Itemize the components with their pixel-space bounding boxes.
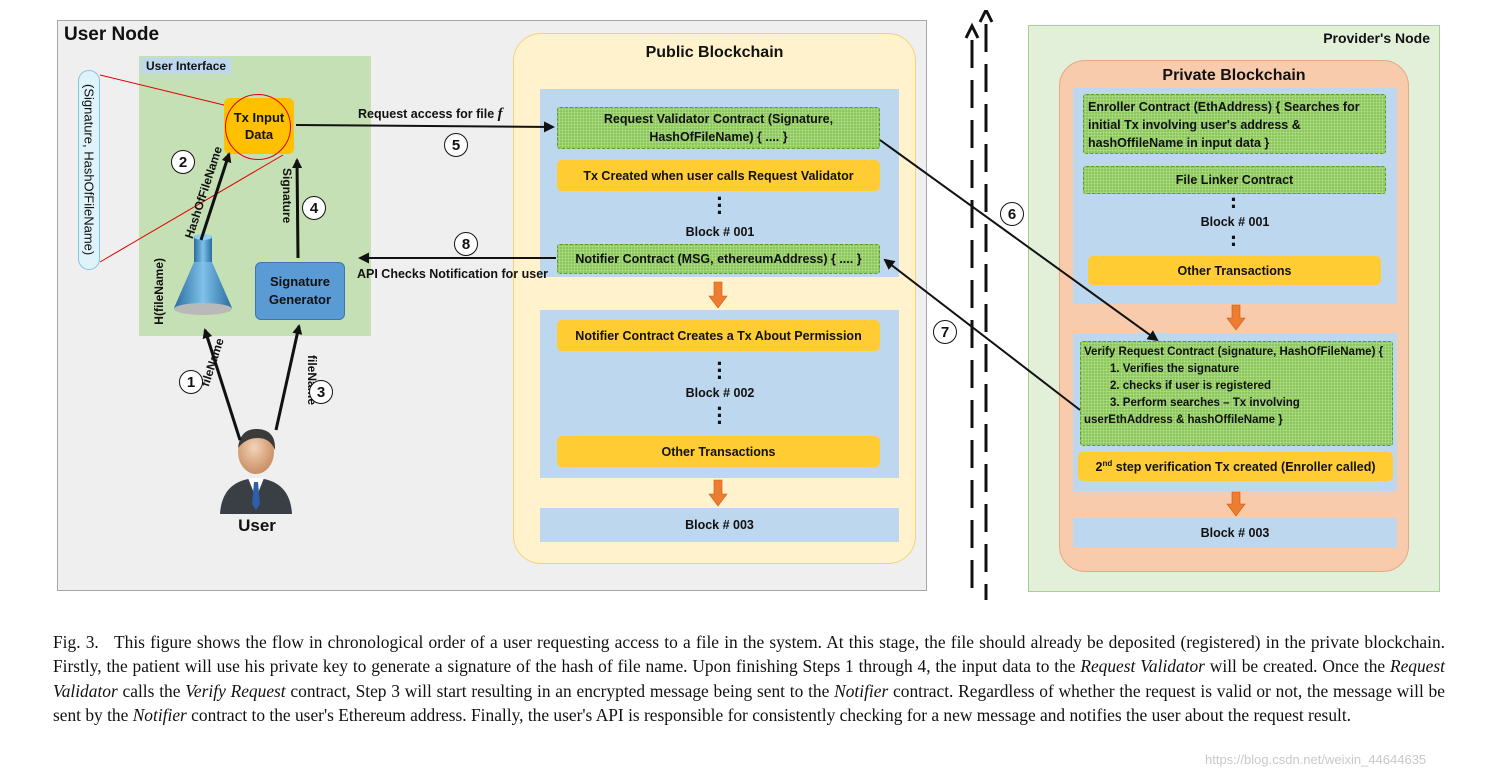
step-2-badge: 2 <box>171 150 195 174</box>
verify-request-head: Verify Request Contract (signature, Hash… <box>1084 346 1384 358</box>
public-block-2-dots-top: ··· <box>716 351 724 390</box>
provider-node-title: Provider's Node <box>1323 30 1430 46</box>
file-linker-label: File Linker Contract <box>1175 173 1294 187</box>
file-linker-contract: File Linker Contract <box>1083 166 1386 194</box>
private-block-3-label: Block # 003 <box>1200 526 1270 540</box>
public-block-3-label: Block # 003 <box>685 518 754 532</box>
network-boundary-divider <box>964 10 994 600</box>
public-block-1-label: Block # 001 <box>685 225 755 239</box>
public-other-tx-box: Other Transactions <box>557 436 880 467</box>
step-5-badge: 5 <box>444 133 468 157</box>
hash-funnel-icon <box>174 234 232 315</box>
notifier-contract: Notifier Contract (MSG, ethereumAddress)… <box>557 244 880 274</box>
verify-request-contract: Verify Request Contract (signature, Hash… <box>1080 341 1393 446</box>
public-block-2-label: Block # 002 <box>685 386 755 400</box>
request-access-label: Request access for file f <box>358 106 503 122</box>
step-7-badge: 7 <box>933 320 957 344</box>
enroller-contract-label: Enroller Contract (EthAddress) { Searche… <box>1088 100 1360 150</box>
private-block-3-zone: Block # 003 <box>1073 518 1397 548</box>
signature-hash-pill: (Signature, HashOfFileName) <box>78 70 100 270</box>
step-6-badge: 6 <box>1000 202 1024 226</box>
second-step-tx-box: 2nd step verification Tx created (Enroll… <box>1078 452 1393 481</box>
step-1-badge: 1 <box>179 370 203 394</box>
public-block-1-dots: ··· <box>716 186 724 225</box>
notifier-tx-box: Notifier Contract Creates a Tx About Per… <box>557 320 880 351</box>
request-validator-contract: Request Validator Contract (Signature, H… <box>557 107 880 149</box>
user-avatar-icon <box>220 428 292 514</box>
public-block-3-zone: Block # 003 <box>540 508 899 542</box>
edge-label-signature: Signature <box>280 168 294 224</box>
private-block-1-label: Block # 001 <box>1200 215 1270 229</box>
caption-prefix: Fig. 3. <box>53 632 99 652</box>
public-other-tx-label: Other Transactions <box>661 444 776 459</box>
user-label: User <box>238 516 276 535</box>
private-block-1-dots-top: ·· <box>1230 187 1238 219</box>
private-other-tx-box: Other Transactions <box>1088 256 1381 285</box>
verify-step-3: 3. Perform searches – Tx involving <box>1110 397 1300 409</box>
watermark-text: https://blog.csdn.net/weixin_44644635 <box>1205 752 1427 767</box>
user-interface-label: User Interface <box>141 58 232 74</box>
tx-input-highlight-circle <box>225 94 291 160</box>
step-8-badge: 8 <box>454 232 478 256</box>
tx-created-box: Tx Created when user calls Request Valid… <box>557 160 880 191</box>
verify-request-tail: userEthAddress & hashOffileName } <box>1084 414 1283 426</box>
api-check-label: API Checks Notification for user <box>357 267 549 281</box>
second-step-tx-label: 2nd step verification Tx created (Enroll… <box>1095 458 1376 475</box>
signature-generator-label: Signature Generator <box>268 274 332 307</box>
tx-created-label: Tx Created when user calls Request Valid… <box>583 168 854 183</box>
private-other-tx-label: Other Transactions <box>1177 263 1292 278</box>
notifier-contract-label: Notifier Contract (MSG, ethereumAddress)… <box>575 252 862 266</box>
public-block-2-dots-bottom: ··· <box>716 396 724 435</box>
private-blockchain-title: Private Blockchain <box>1162 67 1306 84</box>
private-block-1-dots-bottom: ·· <box>1230 225 1238 257</box>
enroller-contract: Enroller Contract (EthAddress) { Searche… <box>1083 94 1386 154</box>
signature-generator-box: Signature Generator <box>255 262 345 320</box>
figure-caption: Fig. 3. This figure shows the flow in ch… <box>53 632 1446 726</box>
step-3-badge: 3 <box>309 380 333 404</box>
user-node-title: User Node <box>64 24 160 45</box>
verify-step-1: 1. Verifies the signature <box>1110 363 1240 375</box>
request-validator-label: Request Validator Contract (Signature, H… <box>603 112 834 144</box>
notifier-tx-label: Notifier Contract Creates a Tx About Per… <box>575 328 862 343</box>
signature-hash-pill-label: (Signature, HashOfFileName) <box>81 84 97 256</box>
verify-step-2: 2. checks if user is registered <box>1110 380 1272 392</box>
step-4-badge: 4 <box>302 196 326 220</box>
public-blockchain-title: Public Blockchain <box>645 44 784 61</box>
